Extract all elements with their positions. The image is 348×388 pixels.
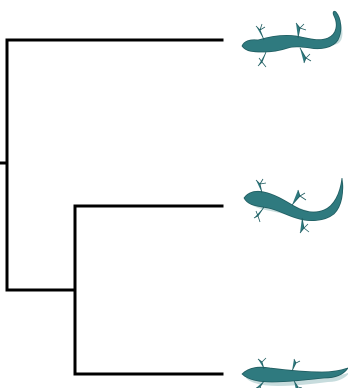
gecko-icon: [243, 177, 344, 234]
gecko-icon: [241, 10, 343, 68]
gecko-icon: [241, 357, 348, 388]
